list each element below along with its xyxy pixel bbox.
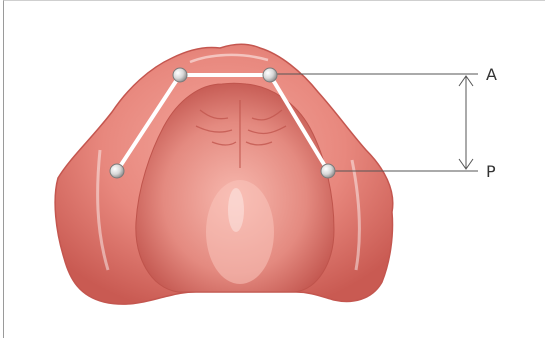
anterior-label: A	[486, 65, 497, 84]
right-posterior-marker	[321, 164, 335, 178]
left-anterior-marker	[173, 68, 187, 82]
palate-specular	[228, 188, 244, 232]
depth-arrow	[459, 76, 473, 169]
posterior-label: P	[486, 162, 496, 181]
right-anterior-marker	[263, 68, 277, 82]
left-posterior-marker	[110, 164, 124, 178]
